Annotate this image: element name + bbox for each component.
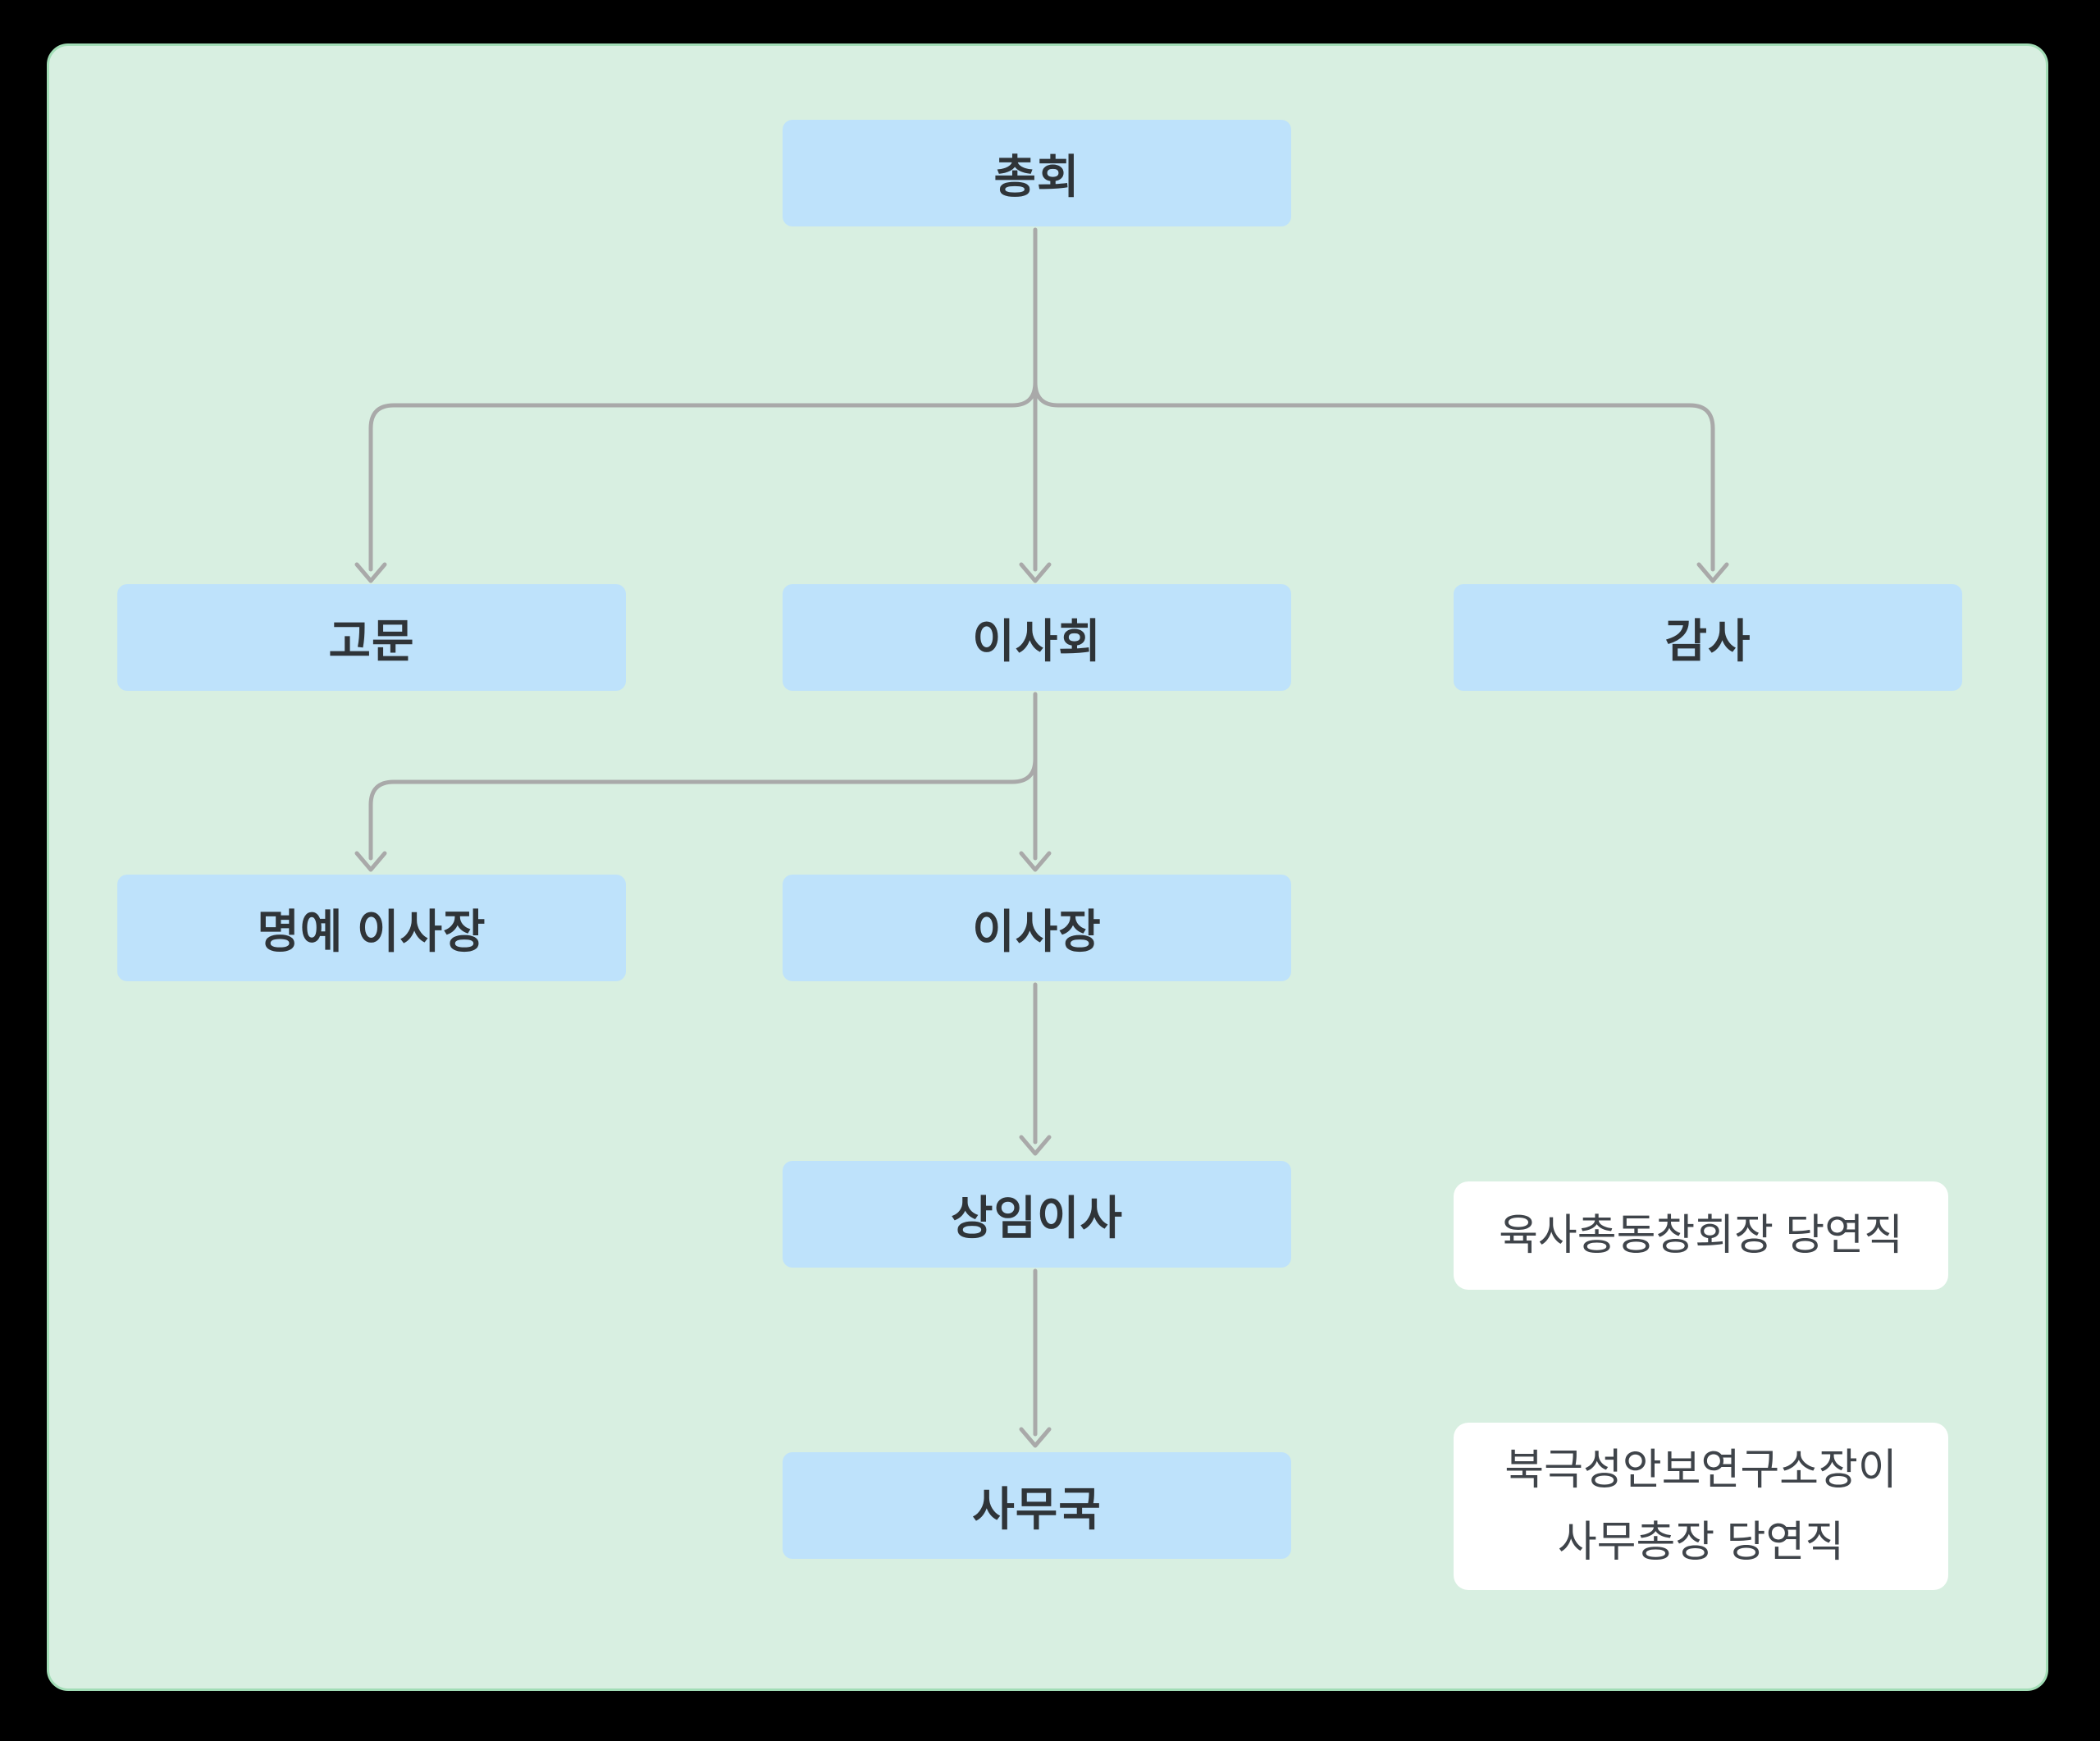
node-advisor-label: 고문	[328, 615, 415, 667]
node-chairman-label: 이사장	[972, 905, 1102, 957]
node-advisor: 고문	[117, 584, 626, 691]
node-secretariat: 사무국	[783, 1452, 1291, 1559]
node-honorary-chairman: 명예 이사장	[117, 875, 626, 981]
node-board-of-directors-label: 이사회	[972, 615, 1102, 667]
node-board-of-directors: 이사회	[783, 584, 1291, 691]
note-executive-director-text: 육사총동창회장 당연직	[1499, 1212, 1903, 1259]
node-honorary-chairman-label: 명예 이사장	[257, 905, 486, 957]
node-executive-director-label: 상임이사	[950, 1191, 1124, 1244]
node-secretariat-label: 사무국	[972, 1483, 1102, 1535]
node-chairman: 이사장	[783, 875, 1291, 981]
note-secretariat-text-line1: 북극성안보연구소장이	[1504, 1446, 1897, 1494]
node-auditor: 감사	[1454, 584, 1962, 691]
node-auditor-label: 감사	[1664, 615, 1751, 667]
note-secretariat-ex-officio: 북극성안보연구소장이 사무총장 당연직	[1454, 1423, 1948, 1590]
node-general-assembly-label: 총회	[993, 150, 1080, 203]
note-secretariat-text-line2: 사무총장 당연직	[1557, 1519, 1845, 1566]
node-executive-director: 상임이사	[783, 1161, 1291, 1268]
note-executive-director-ex-officio: 육사총동창회장 당연직	[1454, 1181, 1948, 1290]
node-general-assembly: 총회	[783, 120, 1291, 226]
